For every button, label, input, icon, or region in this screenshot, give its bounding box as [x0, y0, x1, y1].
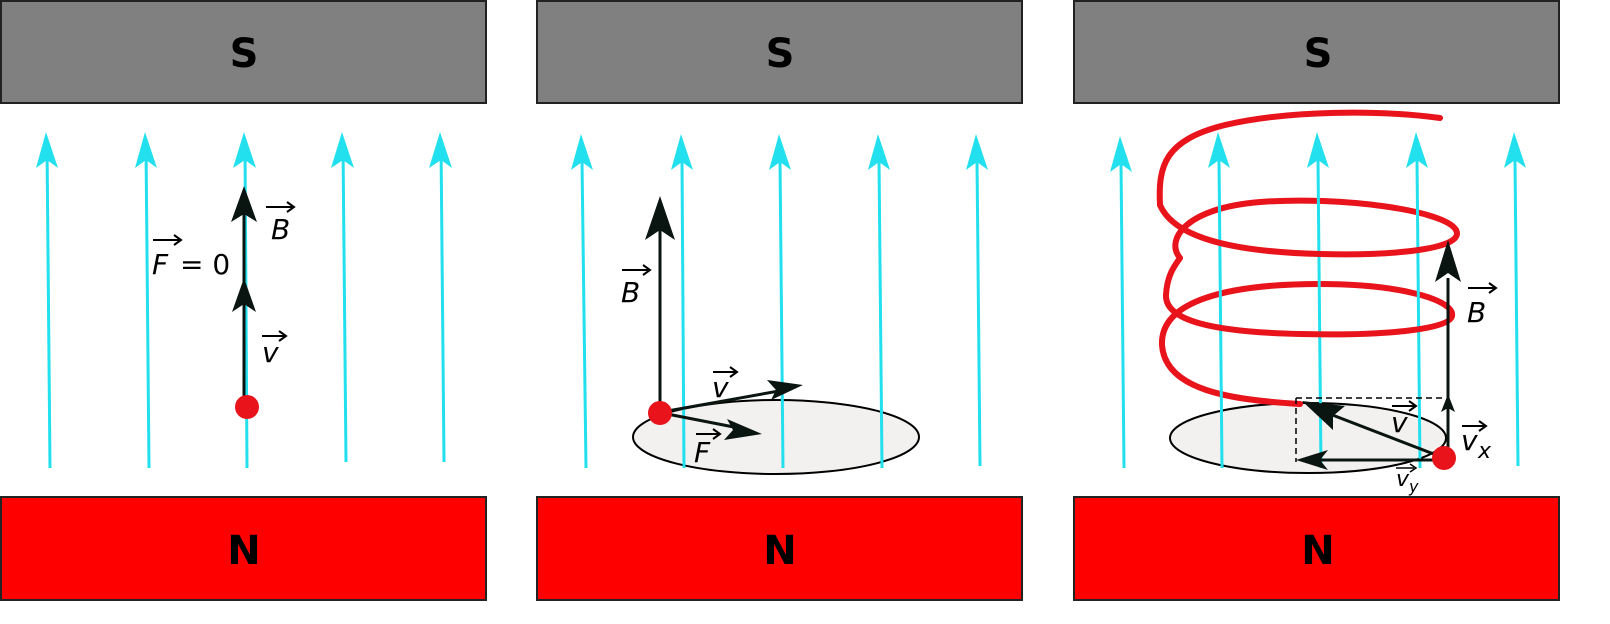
field-line-arrow-icon: [1504, 132, 1526, 168]
svg-text:v: v: [1396, 467, 1410, 492]
field-line-arrow-icon: [429, 132, 452, 168]
panel-1: S N B F = 0: [0, 0, 487, 601]
v-vector: [661, 387, 791, 414]
field-line: [877, 159, 884, 469]
field-line-arrow-icon: [36, 132, 58, 168]
field-lines: [571, 134, 988, 469]
field-line: [680, 159, 686, 469]
svg-text:v: v: [712, 371, 729, 404]
svg-text:x: x: [1477, 439, 1492, 464]
south-pole-magnet: [1073, 0, 1560, 104]
field-line: [1217, 159, 1224, 469]
vx-vector-arrowhead-icon: [1441, 394, 1455, 412]
field-line: [778, 159, 785, 469]
north-pole-magnet: [0, 496, 487, 601]
field-line-arrow-icon: [1110, 136, 1132, 172]
field-line: [341, 144, 348, 463]
helix-trajectory: [1156, 109, 1459, 407]
field-line: [1119, 161, 1126, 469]
vy-label: v y: [1396, 463, 1419, 496]
f-vector: [661, 411, 745, 431]
v-vector-arrowhead-icon: [767, 380, 803, 400]
svg-text:= 0: = 0: [180, 248, 230, 281]
field-line-arrow-icon: [1208, 132, 1230, 168]
f-equals-zero-label: F = 0: [152, 234, 230, 281]
north-pole-magnet: [1073, 496, 1560, 601]
vx-label: v x: [1461, 420, 1492, 464]
v-vector-arrowhead-icon: [232, 278, 256, 312]
svg-text:B: B: [621, 276, 640, 309]
south-pole-magnet: [536, 0, 1023, 104]
field-line-arrow-icon: [1307, 132, 1329, 168]
south-pole-label: S: [1304, 31, 1333, 77]
south-pole-magnet: [0, 0, 487, 104]
south-pole-label: S: [230, 31, 259, 77]
v-label: v: [1391, 400, 1418, 439]
field-line-arrow-icon: [966, 134, 988, 170]
f-label: F: [694, 428, 722, 469]
b-vector-arrowhead-icon: [231, 186, 257, 222]
north-pole-label: N: [1301, 528, 1334, 574]
helix-trajectory-front: [1157, 202, 1460, 338]
field-line: [45, 144, 52, 469]
svg-text:y: y: [1408, 477, 1419, 496]
field-line: [975, 159, 982, 467]
b-vector-arrowhead-icon: [1435, 240, 1461, 282]
v-label: v: [712, 366, 739, 404]
field-lines: [1110, 132, 1526, 469]
field-line-arrow-icon: [769, 134, 791, 170]
b-label: B: [266, 201, 296, 246]
field-line-arrow-icon: [135, 132, 157, 168]
field-line: [144, 144, 151, 469]
field-line-arrow-icon: [571, 134, 593, 170]
field-line: [1415, 159, 1422, 469]
svg-text:v: v: [1391, 406, 1408, 439]
field-line-arrow-icon: [331, 132, 354, 168]
panel-3: S N: [1073, 0, 1560, 601]
panel-2: S N B: [536, 0, 1023, 601]
svg-text:F: F: [694, 436, 711, 469]
field-line: [1513, 159, 1520, 467]
charged-particle-dot-icon: [648, 401, 672, 425]
b-label: B: [1467, 282, 1498, 329]
svg-text:B: B: [271, 213, 290, 246]
field-line-arrow-icon: [868, 134, 890, 170]
field-line-arrow-icon: [1406, 132, 1428, 168]
north-pole-magnet: [536, 496, 1023, 601]
f-vector-arrowhead-icon: [724, 419, 762, 440]
north-pole-label: N: [227, 528, 260, 574]
vy-vector-arrowhead-icon: [1296, 450, 1328, 470]
b-label: B: [621, 264, 652, 309]
field-line: [580, 159, 588, 469]
vector-construction-lines: [1295, 397, 1446, 462]
circular-orbit: [632, 399, 920, 475]
field-line-arrow-icon: [233, 132, 256, 168]
charged-particle-dot-icon: [235, 395, 259, 419]
field-line: [439, 144, 446, 463]
v-vector-arrowhead-icon: [1302, 401, 1345, 430]
south-pole-label: S: [766, 31, 795, 77]
b-vector-arrowhead-icon: [645, 196, 675, 240]
v-label: v: [262, 330, 288, 369]
svg-text:B: B: [1467, 296, 1486, 329]
svg-text:v: v: [262, 336, 279, 369]
north-pole-label: N: [763, 528, 796, 574]
svg-text:v: v: [1461, 424, 1478, 457]
charged-particle-dot-icon: [1432, 446, 1456, 470]
v-vector: [1321, 409, 1445, 460]
field-line-arrow-icon: [671, 134, 693, 170]
svg-text:F: F: [152, 248, 169, 281]
